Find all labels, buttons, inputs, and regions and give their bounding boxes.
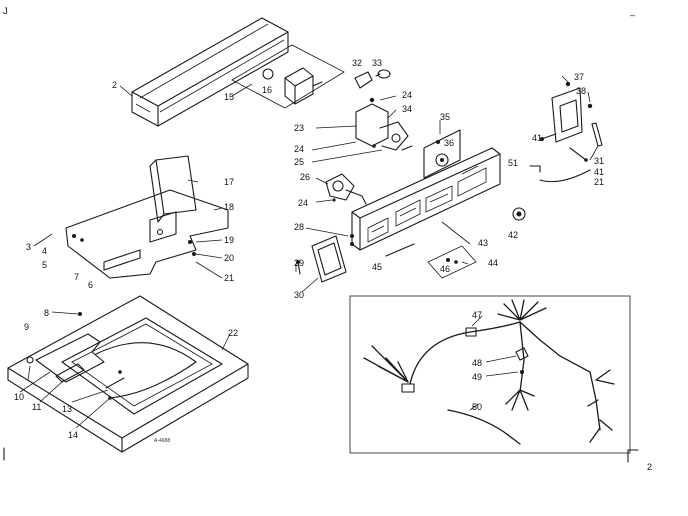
panel-hardware (385, 243, 477, 279)
callout-49: 49 (472, 372, 482, 382)
callout-13: 13 (62, 404, 72, 414)
callout-43: 43 (478, 238, 488, 248)
callout-45: 45 (372, 262, 382, 272)
callout-46: 46 (440, 264, 450, 274)
callout-32: 32 (352, 58, 362, 68)
callout-10: 10 (14, 392, 24, 402)
callout-11: 11 (32, 402, 41, 412)
timer-motor-group (231, 44, 345, 109)
callout-47: 47 (472, 310, 482, 320)
callout-2: 2 (112, 80, 117, 90)
callout-4: 4 (42, 246, 47, 256)
harness-inset-frame (349, 295, 631, 454)
callout-36: 36 (444, 138, 454, 148)
side-bracket-part (529, 81, 603, 183)
callout-24-b: 24 (294, 144, 304, 154)
callout-15: 15 (224, 92, 234, 102)
callout-22: 22 (228, 328, 238, 338)
callout-44: 44 (488, 258, 498, 268)
callout-labels: 2 15 16 32 33 24 34 23 24 25 35 36 37 38… (14, 58, 604, 440)
knob-part (423, 129, 461, 179)
bezel-frame-part (296, 234, 354, 283)
lamp-switch-group (354, 69, 413, 151)
callout-16: 16 (262, 85, 272, 95)
callout-24-c: 24 (298, 198, 308, 208)
callout-42: 42 (508, 230, 518, 240)
top-panel-left (65, 155, 229, 279)
callout-30: 30 (294, 290, 304, 300)
control-panel-part (351, 147, 526, 251)
callout-37: 37 (574, 72, 584, 82)
leader-lines (19, 75, 599, 429)
corner-mark-bottom-right: 2 (647, 462, 652, 472)
rear-strip-part (131, 17, 289, 127)
callout-41-a: 41 (532, 133, 542, 143)
callout-21-a: 21 (594, 177, 604, 187)
callout-35: 35 (440, 112, 450, 122)
callout-23: 23 (294, 123, 304, 133)
callout-34: 34 (402, 104, 412, 114)
callout-21-b: 21 (224, 273, 234, 283)
callout-50: 50 (472, 402, 482, 412)
callout-25: 25 (294, 157, 304, 167)
callout-48: 48 (472, 358, 482, 368)
callout-6: 6 (88, 280, 93, 290)
callout-9: 9 (24, 322, 29, 332)
callout-26: 26 (300, 172, 310, 182)
callout-41-b: 41 (594, 167, 604, 177)
callout-18: 18 (224, 202, 234, 212)
cabinet-top-part (7, 295, 249, 453)
callout-51: 51 (508, 158, 518, 168)
callout-17: 17 (224, 177, 234, 187)
callout-5: 5 (42, 260, 47, 270)
callout-14: 14 (68, 430, 78, 440)
callout-31: 31 (594, 156, 604, 166)
corner-mark-top-right: _ (629, 6, 636, 16)
crop-mark-right (627, 449, 639, 463)
figure-code: A-4688 (154, 438, 170, 444)
callout-38: 38 (576, 86, 586, 96)
callout-29: 29 (294, 258, 304, 268)
callout-3: 3 (26, 242, 31, 252)
wiring-harness (363, 299, 615, 445)
callout-33: 33 (372, 58, 382, 68)
callout-7: 7 (74, 272, 79, 282)
corner-mark-top-left: J (3, 6, 8, 16)
callout-8: 8 (44, 308, 49, 318)
callout-20: 20 (224, 253, 234, 263)
callout-24-a: 24 (402, 90, 412, 100)
switch-part (325, 173, 367, 205)
callout-28: 28 (294, 222, 304, 232)
callout-19: 19 (224, 235, 234, 245)
